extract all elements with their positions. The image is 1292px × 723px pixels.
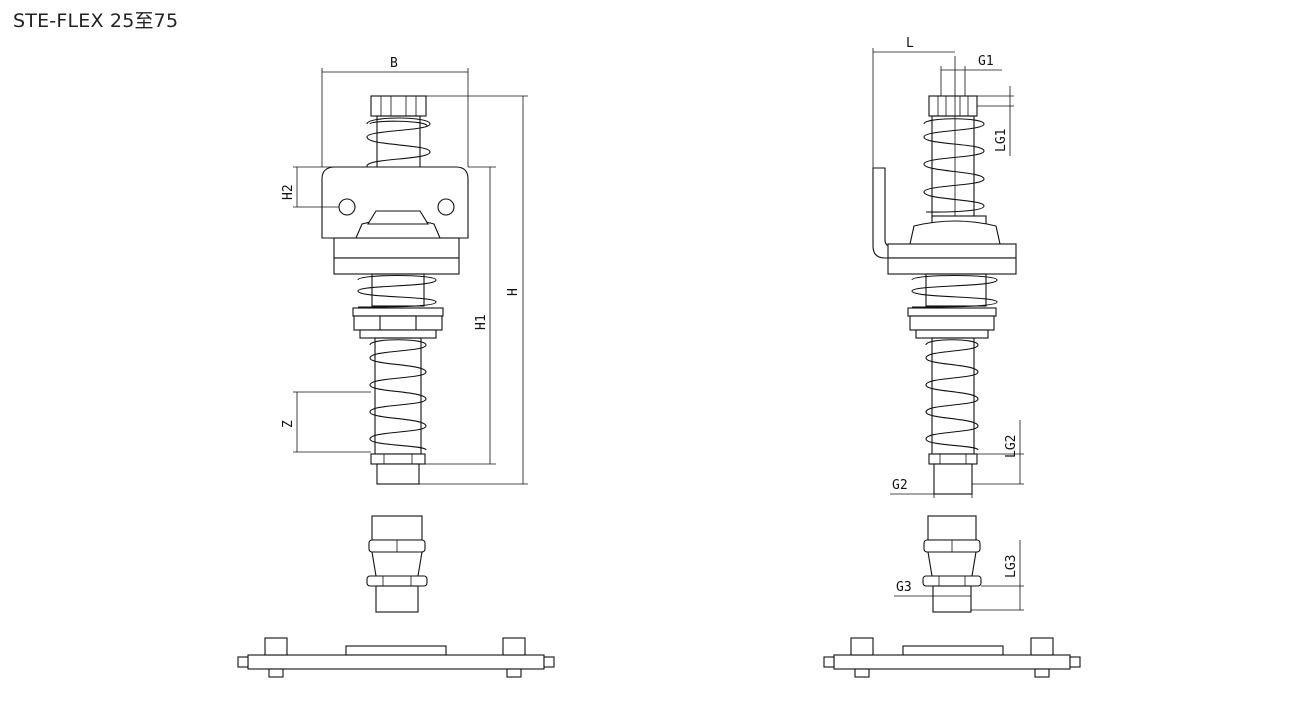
left-middle-spring xyxy=(357,273,437,308)
left-lower-nut xyxy=(352,307,444,339)
right-view: L G1 LG1 LG2 G2 xyxy=(823,36,1081,678)
right-middle-spring xyxy=(911,273,998,308)
dimension-h: H xyxy=(419,95,528,485)
left-top-nut xyxy=(370,95,427,117)
right-lower-spring xyxy=(925,337,979,455)
label-h: H xyxy=(506,288,521,296)
dimension-l: L xyxy=(872,36,955,168)
label-z: Z xyxy=(281,420,296,428)
right-lower-nut xyxy=(907,307,997,339)
dimension-z: Z xyxy=(281,391,371,453)
dimension-lg3: LG3 xyxy=(971,540,1024,611)
label-lg1: LG1 xyxy=(994,129,1009,152)
dimension-g1: G1 xyxy=(940,54,1002,96)
right-coupling xyxy=(922,515,982,613)
label-g3: G3 xyxy=(896,580,912,595)
dimension-g3: G3 xyxy=(894,580,972,600)
label-l: L xyxy=(906,36,914,51)
left-base-plate xyxy=(237,637,555,678)
dimension-h1: H1 xyxy=(425,166,496,465)
left-lower-spring xyxy=(369,337,427,455)
dimension-lg1: LG1 xyxy=(977,86,1014,156)
label-lg3: LG3 xyxy=(1004,555,1019,578)
label-lg2: LG2 xyxy=(1004,435,1019,458)
label-b: B xyxy=(390,56,398,71)
left-bottom-nut xyxy=(370,453,426,485)
dimension-lg2: LG2 xyxy=(972,420,1024,485)
left-bracket xyxy=(321,166,469,275)
left-coupling xyxy=(366,515,428,613)
dimension-g2: G2 xyxy=(890,478,973,498)
left-mount-hole-2 xyxy=(437,198,455,216)
dimension-h2: H2 xyxy=(281,166,339,208)
label-g1: G1 xyxy=(978,54,994,69)
left-view: B H H1 H2 Z xyxy=(237,56,555,678)
label-h1: H1 xyxy=(474,314,489,330)
right-bottom-nut xyxy=(928,453,978,495)
right-dome xyxy=(887,215,1017,275)
dimension-b: B xyxy=(321,56,469,167)
right-top-nut xyxy=(928,95,978,117)
label-g2: G2 xyxy=(892,478,908,493)
right-base-plate xyxy=(823,637,1081,678)
label-h2: H2 xyxy=(281,184,296,200)
drawing-title: STE-FLEX 25至75 xyxy=(13,10,179,32)
